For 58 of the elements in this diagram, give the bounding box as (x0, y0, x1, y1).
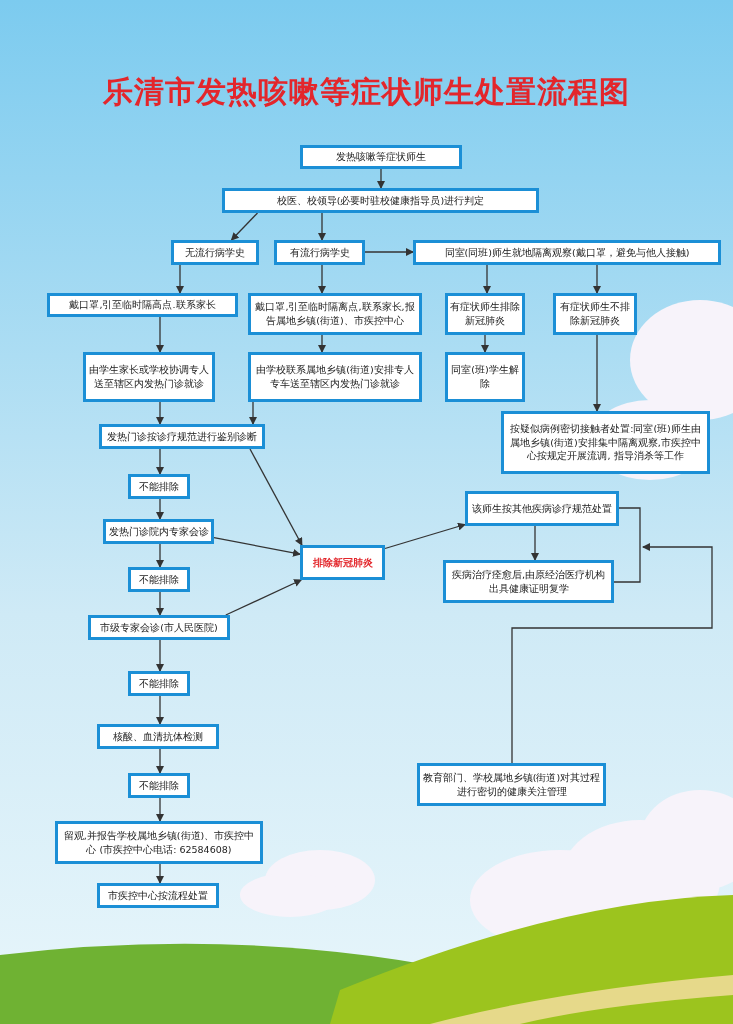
process-box: 留观,并报告学校属地乡镇(街道)、市疾控中心 (市疾控中心电话: 62584608) (55, 821, 263, 864)
process-box: 排除新冠肺炎 (300, 545, 385, 580)
arrow (318, 264, 326, 294)
process-box: 有流行病学史 (274, 240, 365, 265)
process-box: 由学校联系属地乡镇(街道)安排专人专车送至辖区内发热门诊就诊 (248, 352, 422, 402)
process-box: 戴口罩,引至临时隔高点.联系家长 (47, 293, 238, 317)
process-box: 市级专家会诊(市人民医院) (88, 615, 230, 640)
connector-line (613, 507, 641, 583)
process-box: 有症状师生排除新冠肺炎 (445, 293, 525, 335)
process-box: 校医、校领导(必要时驻校健康指导员)进行判定 (222, 188, 539, 213)
arrow (156, 639, 164, 672)
arrow (593, 264, 601, 294)
process-box: 疾病治疗痊愈后,由原经治医疗机构出具健康证明复学 (443, 560, 614, 603)
arrow (156, 797, 164, 822)
arrow (377, 168, 385, 189)
arrow (481, 334, 489, 353)
process-box: 教育部门、学校属地乡镇(街道)对其过程进行密切的健康关注管理 (417, 763, 606, 806)
arrow (156, 863, 164, 884)
arrow (249, 401, 257, 425)
arrow (384, 522, 466, 550)
arrow (213, 536, 301, 557)
arrow (318, 212, 326, 241)
process-box: 不能排除 (128, 567, 190, 592)
process-box: 发热门诊按诊疗规范进行鉴别诊断 (99, 424, 265, 449)
arrow (483, 264, 491, 294)
process-box: 市疾控中心按流程处置 (97, 883, 219, 908)
arrow (230, 212, 259, 241)
arrow (156, 401, 164, 425)
arrow (511, 543, 713, 764)
title: 乐清市发热咳嗽等症状师生处置流程图 (102, 73, 631, 111)
process-box: 由学生家长或学校协调专人送至辖区内发热门诊就诊 (83, 352, 215, 402)
arrow (156, 695, 164, 725)
process-box: 同室(同班)师生就地隔离观察(戴口罩，避免与他人接触) (413, 240, 721, 265)
process-box: 该师生按其他疾病诊疗规范处置 (465, 491, 619, 526)
arrow (318, 334, 326, 353)
arrow (225, 579, 303, 616)
arrow (364, 248, 414, 256)
arrow (156, 448, 164, 475)
arrow (249, 448, 303, 546)
process-box: 有症状师生不排除新冠肺炎 (553, 293, 637, 335)
process-box: 核酸、血清抗体检测 (97, 724, 219, 749)
process-box: 不能排除 (128, 773, 190, 798)
arrow (593, 334, 601, 412)
arrow (176, 264, 184, 294)
arrow (531, 525, 539, 561)
process-box: 发热门诊院内专家会诊 (103, 519, 214, 544)
process-box: 不能排除 (128, 474, 190, 499)
process-box: 戴口罩,引至临时隔离点,联系家长,报告属地乡镇(街道)、市疾控中心 (248, 293, 422, 335)
process-box: 发热咳嗽等症状师生 (300, 145, 462, 169)
arrow (156, 591, 164, 616)
process-box: 无流行病学史 (171, 240, 259, 265)
process-box: 不能排除 (128, 671, 190, 696)
process-box: 同室(班)学生解除 (445, 352, 525, 402)
arrow (156, 316, 164, 353)
arrow (156, 543, 164, 568)
arrow (156, 498, 164, 520)
arrow (156, 748, 164, 774)
process-box: 按疑似病例密切接触者处置:同室(班)师生由属地乡镇(街道)安排集中隔离观察,市疾控中心按规定开展流调, 指导消杀等工作 (501, 411, 710, 474)
